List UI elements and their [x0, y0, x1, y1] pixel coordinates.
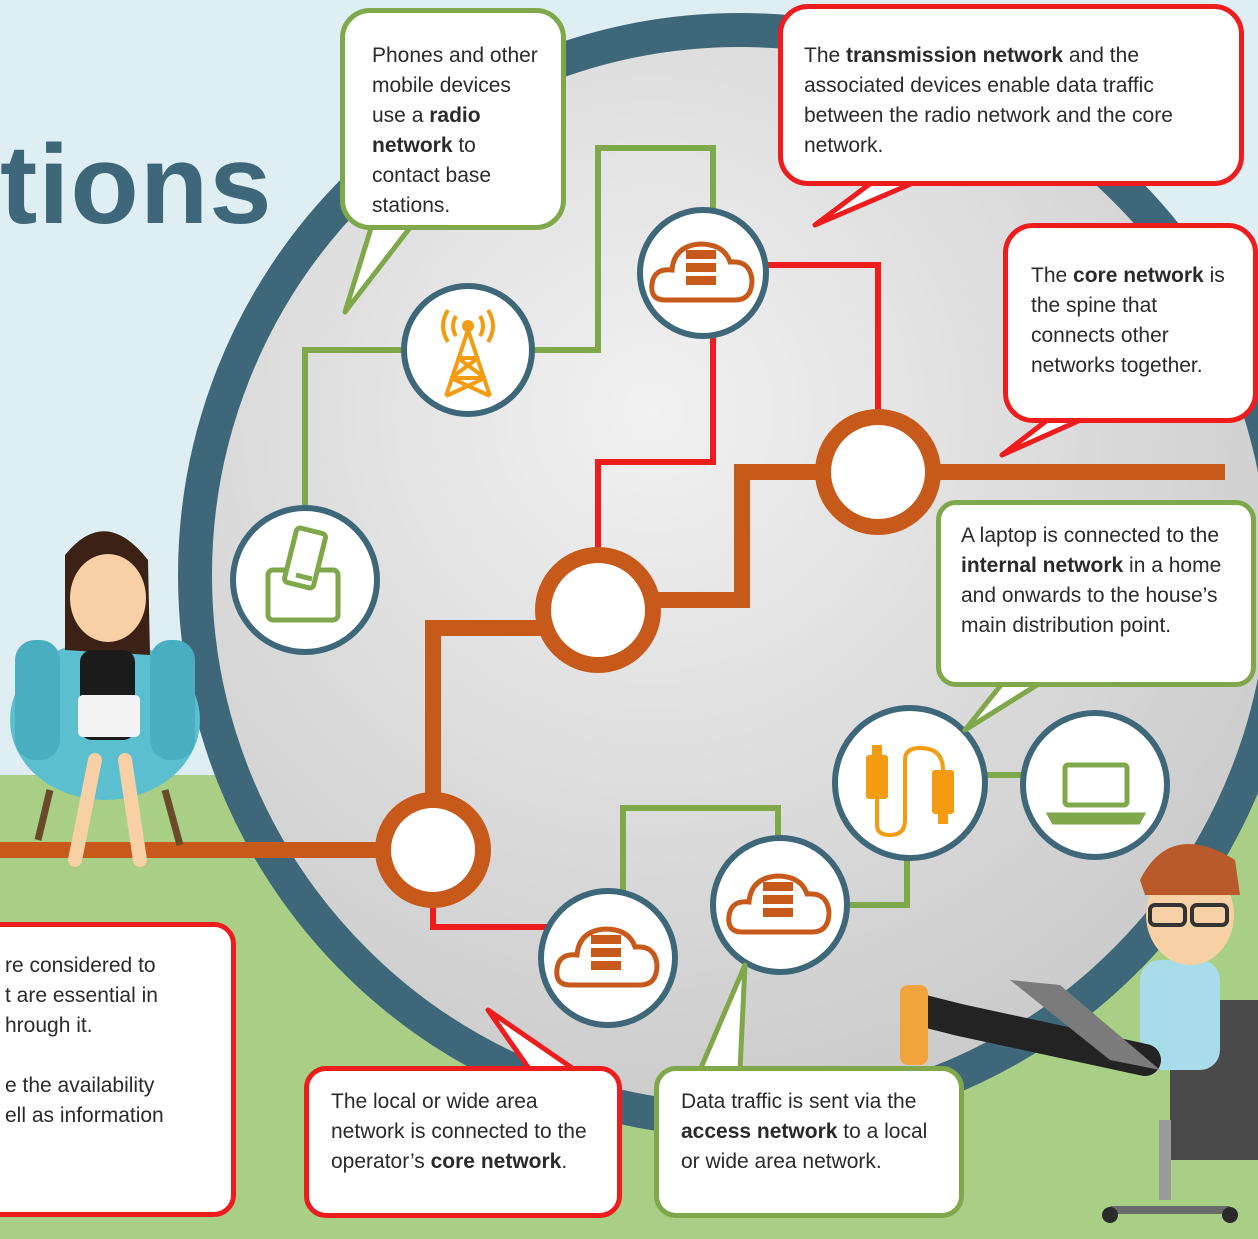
local-area-network-bubble: The local or wide area network is connec…: [304, 1066, 622, 1218]
cloud-server-icon: [649, 241, 755, 303]
bubble-line: re considered to: [5, 954, 156, 977]
man-with-laptop: [900, 844, 1258, 1223]
transmission-network-bubble: The transmission network and the associa…: [778, 4, 1244, 186]
cloud-server-icon: [726, 873, 832, 935]
cloud-server-node-access: [710, 835, 850, 975]
bubble-line: ell as information: [5, 1104, 164, 1127]
laptop-node: [1020, 710, 1170, 860]
bubble-tails: [342, 177, 1088, 1073]
network-cable-node: [832, 705, 988, 861]
bubble-line: t are essential in: [5, 984, 158, 1007]
critical-infrastructure-bubble: re considered to t are essential in hrou…: [0, 922, 236, 1217]
cloud-server-node-lan: [538, 888, 678, 1028]
mobile-devices-icon: [265, 525, 341, 623]
bubble-line: hrough it.: [5, 1014, 93, 1037]
radio-tower-icon: [441, 308, 495, 398]
internal-network-bubble: A laptop is connected to the internal ne…: [936, 500, 1256, 687]
mobile-devices-node: [230, 505, 380, 655]
cloud-server-node-top: [637, 207, 769, 339]
hub-node-middle: [535, 547, 661, 673]
core-network-bubble: The core network is the spine that conne…: [1003, 223, 1258, 423]
cloud-server-icon: [554, 926, 660, 988]
radio-tower-node: [401, 283, 535, 417]
hub-node-core: [815, 409, 941, 535]
network-cable-icon: [866, 745, 954, 838]
hub-node-lan: [375, 792, 491, 908]
page-title: tions: [0, 122, 273, 247]
radio-network-bubble: Phones and other mobile devices use a ra…: [340, 8, 566, 230]
woman-with-tablet: [10, 531, 200, 867]
bubble-line: e the availability: [5, 1074, 155, 1097]
access-network-bubble: Data traffic is sent via the access netw…: [654, 1066, 964, 1218]
laptop-icon: [1045, 762, 1147, 825]
